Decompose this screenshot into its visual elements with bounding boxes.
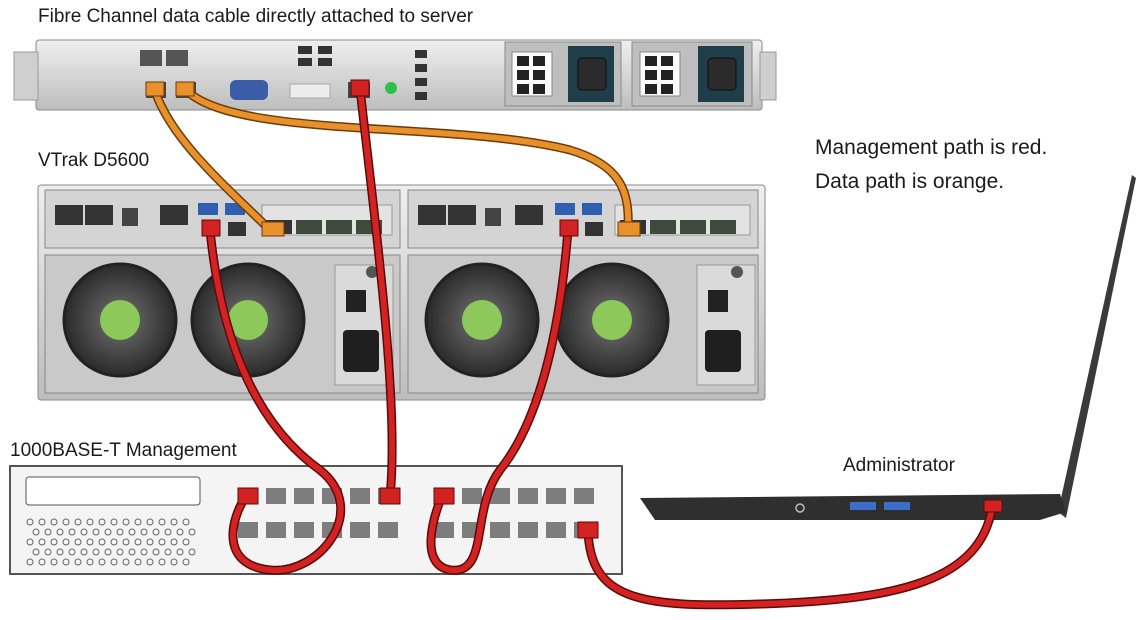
server-label: Fibre Channel data cable directly attach… xyxy=(38,6,474,27)
laptop xyxy=(640,175,1136,520)
controller-2 xyxy=(407,189,759,249)
server-ethernet-ports xyxy=(140,50,188,66)
path-legend: Management path is red. Data path is ora… xyxy=(815,131,1047,199)
power-button-icon xyxy=(385,82,397,94)
server-psu-2 xyxy=(631,41,753,107)
cable-connectors xyxy=(145,79,1003,539)
administrator-label: Administrator xyxy=(843,455,955,476)
power-switch-icon xyxy=(708,290,728,312)
vga-port-icon xyxy=(230,80,268,100)
power-socket-icon xyxy=(705,330,741,372)
controller-1 xyxy=(44,189,401,249)
server-psu-1 xyxy=(504,41,622,107)
server-usb-ports xyxy=(298,46,427,100)
legend-data: Data path is orange. xyxy=(815,170,1005,193)
switch-label: 1000BASE-T Management xyxy=(10,440,237,461)
fan-module-2 xyxy=(407,254,759,394)
power-socket-icon xyxy=(343,330,379,372)
power-socket-icon xyxy=(577,57,607,91)
management-path-cables xyxy=(205,83,997,610)
server-chassis xyxy=(13,39,777,111)
switch-vent xyxy=(26,518,196,566)
vtrak-label: VTrak D5600 xyxy=(38,150,150,171)
legend-management: Management path is red. xyxy=(815,136,1048,159)
storage-enclosure xyxy=(37,184,766,401)
data-path-cables xyxy=(149,83,633,235)
power-socket-icon xyxy=(707,57,737,91)
power-switch-icon xyxy=(346,290,366,312)
